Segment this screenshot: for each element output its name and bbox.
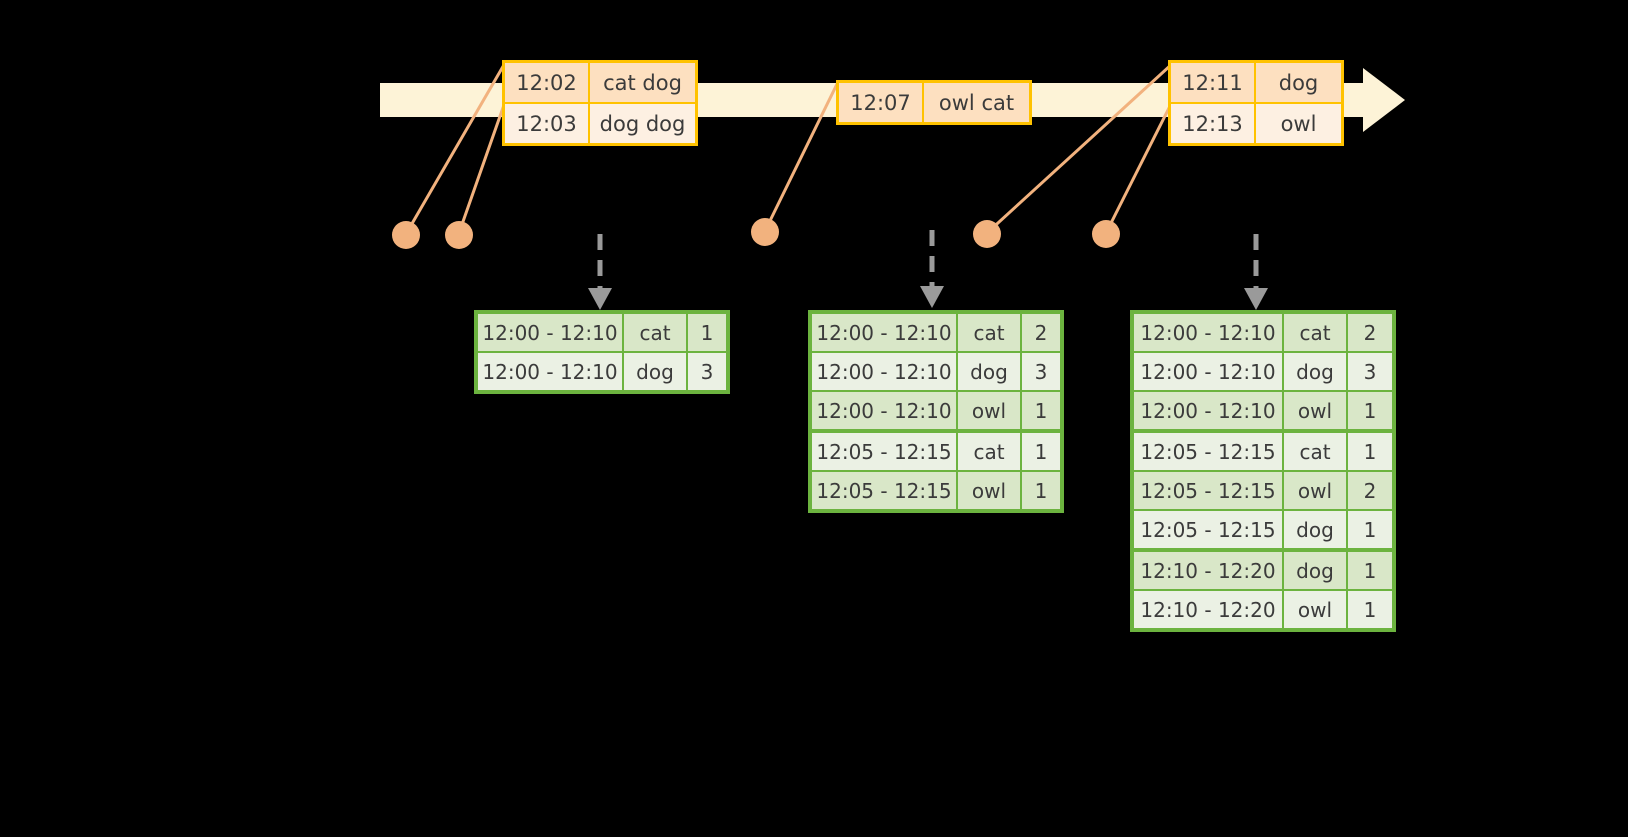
connector-line-5 [1104, 101, 1174, 234]
cell-word: owl [958, 472, 1020, 509]
event-words: dog [1256, 63, 1341, 102]
result-table-2[interactable]: 12:00 - 12:10 cat 2 12:00 - 12:10 dog 3 … [808, 310, 1064, 513]
cell-window: 12:05 - 12:15 [1134, 511, 1282, 548]
cell-window: 12:10 - 12:20 [1134, 591, 1282, 628]
marker-dot-1 [392, 221, 420, 249]
table-row: 12:00 - 12:10 owl 1 [1134, 392, 1392, 429]
cell-word: cat [958, 433, 1020, 470]
cell-window: 12:05 - 12:15 [1134, 433, 1282, 470]
cell-word: cat [1284, 314, 1346, 351]
cell-count: 3 [1022, 353, 1060, 390]
marker-dot-5 [1092, 220, 1120, 248]
table-row: 12:00 - 12:10 cat 2 [812, 314, 1060, 351]
result-table-3[interactable]: 12:00 - 12:10 cat 2 12:00 - 12:10 dog 3 … [1130, 310, 1396, 632]
event-time: 12:13 [1171, 104, 1256, 143]
event-row: 12:02 cat dog [505, 63, 695, 102]
cell-word: owl [1284, 591, 1346, 628]
table-row: 12:00 - 12:10 owl 1 [812, 392, 1060, 429]
cell-count: 1 [1022, 472, 1060, 509]
cell-window: 12:05 - 12:15 [1134, 472, 1282, 509]
emit-arrow-head-2 [920, 286, 944, 308]
table-row: 12:05 - 12:15 dog 1 [1134, 511, 1392, 548]
cell-count: 1 [1348, 552, 1392, 589]
cell-count: 1 [1022, 392, 1060, 429]
cell-word: owl [1284, 472, 1346, 509]
event-words: owl cat [924, 83, 1029, 122]
marker-dot-2 [445, 221, 473, 249]
table-row: 12:05 - 12:15 cat 1 [1134, 433, 1392, 470]
emit-arrow-head-1 [588, 288, 612, 310]
event-time: 12:11 [1171, 63, 1256, 102]
cell-window: 12:00 - 12:10 [1134, 353, 1282, 390]
cell-word: dog [1284, 511, 1346, 548]
table-row: 12:10 - 12:20 dog 1 [1134, 552, 1392, 589]
table-row: 12:00 - 12:10 cat 2 [1134, 314, 1392, 351]
cell-count: 3 [688, 353, 726, 390]
marker-dot-3 [751, 218, 779, 246]
cell-word: dog [1284, 552, 1346, 589]
marker-dot-4 [973, 220, 1001, 248]
event-words: cat dog [590, 63, 695, 102]
cell-count: 1 [1348, 433, 1392, 470]
event-time: 12:02 [505, 63, 590, 102]
table-row: 12:00 - 12:10 dog 3 [478, 353, 726, 390]
event-words: dog dog [590, 104, 695, 143]
cell-count: 2 [1348, 472, 1392, 509]
table-row: 12:10 - 12:20 owl 1 [1134, 591, 1392, 628]
cell-count: 1 [688, 314, 726, 351]
cell-count: 1 [1348, 511, 1392, 548]
event-group-3[interactable]: 12:11 dog 12:13 owl [1168, 60, 1344, 146]
cell-count: 2 [1022, 314, 1060, 351]
cell-window: 12:05 - 12:15 [812, 472, 956, 509]
cell-word: cat [958, 314, 1020, 351]
cell-window: 12:00 - 12:10 [812, 392, 956, 429]
cell-window: 12:00 - 12:10 [478, 314, 622, 351]
event-row: 12:07 owl cat [839, 83, 1029, 122]
cell-count: 1 [1348, 591, 1392, 628]
event-row: 12:11 dog [1171, 63, 1341, 102]
emit-arrows [597, 230, 1259, 290]
cell-window: 12:00 - 12:10 [1134, 314, 1282, 351]
table-row: 12:05 - 12:15 owl 1 [812, 472, 1060, 509]
cell-window: 12:00 - 12:10 [1134, 392, 1282, 429]
table-row: 12:05 - 12:15 owl 2 [1134, 472, 1392, 509]
cell-window: 12:05 - 12:15 [812, 433, 956, 470]
table-row: 12:00 - 12:10 dog 3 [812, 353, 1060, 390]
event-row: 12:13 owl [1171, 102, 1341, 143]
cell-window: 12:00 - 12:10 [478, 353, 622, 390]
cell-word: dog [958, 353, 1020, 390]
emit-arrow-head-3 [1244, 288, 1268, 310]
cell-word: cat [1284, 433, 1346, 470]
event-group-2[interactable]: 12:07 owl cat [836, 80, 1032, 125]
cell-count: 2 [1348, 314, 1392, 351]
connector-line-2 [457, 101, 507, 234]
cell-count: 1 [1022, 433, 1060, 470]
table-row: 12:00 - 12:10 dog 3 [1134, 353, 1392, 390]
cell-word: owl [958, 392, 1020, 429]
event-words: owl [1256, 104, 1341, 143]
table-row: 12:00 - 12:10 cat 1 [478, 314, 726, 351]
event-row: 12:03 dog dog [505, 102, 695, 143]
cell-window: 12:00 - 12:10 [812, 314, 956, 351]
cell-window: 12:00 - 12:10 [812, 353, 956, 390]
event-group-1[interactable]: 12:02 cat dog 12:03 dog dog [502, 60, 698, 146]
cell-count: 1 [1348, 392, 1392, 429]
cell-word: owl [1284, 392, 1346, 429]
result-table-1[interactable]: 12:00 - 12:10 cat 1 12:00 - 12:10 dog 3 [474, 310, 730, 394]
event-time: 12:07 [839, 83, 924, 122]
cell-window: 12:10 - 12:20 [1134, 552, 1282, 589]
cell-word: cat [624, 314, 686, 351]
cell-word: dog [624, 353, 686, 390]
connector-dots [392, 218, 1120, 249]
cell-word: dog [1284, 353, 1346, 390]
time-axis-arrow [1363, 68, 1405, 132]
table-row: 12:05 - 12:15 cat 1 [812, 433, 1060, 470]
emit-arrow-heads [588, 286, 1268, 310]
event-time: 12:03 [505, 104, 590, 143]
cell-count: 3 [1348, 353, 1392, 390]
